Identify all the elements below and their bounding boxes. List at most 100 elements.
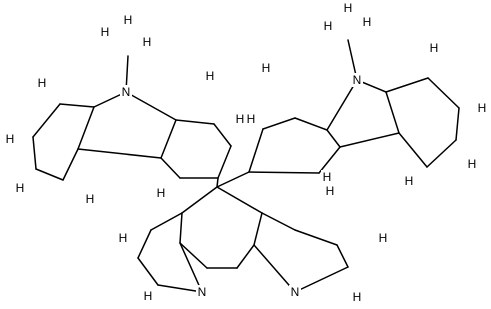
- bond-line: [62, 148, 79, 181]
- hydrogen-atom-label: H: [344, 1, 353, 15]
- bond-line: [326, 79, 358, 131]
- atom-label-background: [428, 41, 440, 55]
- atom-label-background: [377, 231, 389, 245]
- hydrogen-atom-label: H: [124, 13, 133, 27]
- bond-line: [261, 212, 296, 231]
- bond-line: [77, 148, 162, 159]
- bond-line: [181, 186, 218, 214]
- hydrogen-atom-label: H: [478, 101, 487, 115]
- hydrogen-atom-label: H: [38, 76, 47, 90]
- bond-line: [150, 212, 183, 231]
- bond-line: [179, 242, 208, 269]
- atom-label-background: [141, 35, 153, 49]
- bond-line: [175, 119, 215, 125]
- atom-label-background: [342, 1, 354, 15]
- hydrogen-atom-label: H: [468, 157, 477, 171]
- bond-line: [318, 146, 341, 174]
- hydrogen-atom-label: H: [119, 231, 128, 245]
- bond-line: [398, 132, 428, 168]
- bond-line: [216, 177, 219, 188]
- hydrogen-atom-label: H: [143, 35, 152, 49]
- atom-label-background: [322, 19, 334, 33]
- atom-label-background: [117, 231, 129, 245]
- atom-label-background: [245, 112, 257, 126]
- bond-line: [160, 157, 181, 179]
- bond-line: [455, 107, 460, 141]
- hydrogen-atom-label: H: [353, 290, 362, 304]
- bond-line: [336, 244, 349, 268]
- bond-line: [294, 229, 338, 246]
- hydrogen-atom-label: H: [379, 231, 388, 245]
- hydrogen-atom-label: H: [206, 69, 215, 83]
- bond-line: [253, 212, 263, 246]
- atom-label-background: [361, 15, 373, 29]
- hydrogen-atom-label: H: [323, 170, 332, 184]
- bond-line: [248, 171, 320, 174]
- hydrogen-atom-label: H: [324, 19, 333, 33]
- hydrogen-atom-label: H: [430, 41, 439, 55]
- bond-line: [217, 145, 232, 179]
- bond-line: [32, 103, 61, 138]
- nitrogen-atom-label: N: [291, 285, 300, 299]
- bond-line: [236, 244, 255, 269]
- bond-line: [385, 77, 429, 93]
- nitrogen-atom-label: N: [122, 85, 131, 99]
- hydrogen-atom-label: H: [363, 15, 372, 29]
- atom-label-background: [351, 73, 363, 87]
- hydrogen-atom-label: H: [405, 174, 414, 188]
- atom-label-background: [476, 101, 488, 115]
- hydrogen-atom-label: H: [86, 192, 95, 206]
- hydrogen-atom-label: H: [144, 289, 153, 303]
- bond-line: [32, 136, 37, 170]
- bond-line: [35, 168, 64, 181]
- atom-label-background: [466, 157, 478, 171]
- atom-label-background: [4, 132, 16, 146]
- hydrogen-atom-label: H: [101, 25, 110, 39]
- bond-line: [294, 266, 349, 293]
- hydrogen-atom-label: H: [6, 132, 15, 146]
- atom-label-background: [324, 184, 336, 198]
- bond-line: [59, 103, 95, 108]
- atom-label-background: [196, 285, 208, 299]
- atom-label-background: [84, 192, 96, 206]
- bond-line: [262, 117, 296, 130]
- bond-line: [179, 242, 203, 293]
- bond-line: [137, 257, 159, 286]
- atom-label-background: [289, 285, 301, 299]
- hydrogen-atom-label: H: [326, 184, 335, 198]
- bond-line: [326, 129, 341, 148]
- atom-label-background: [260, 61, 272, 75]
- atom-label-background: [403, 174, 415, 188]
- bond-line: [385, 91, 400, 134]
- atom-label-background: [204, 69, 216, 83]
- atom-label-background: [234, 112, 246, 126]
- nitrogen-atom-label: N: [198, 285, 207, 299]
- hydrogen-atom-label: H: [236, 112, 245, 126]
- bond-line: [213, 123, 232, 147]
- bond-line: [294, 117, 328, 131]
- hydrogen-atom-label: H: [16, 181, 25, 195]
- bond-lines: [32, 39, 460, 293]
- atom-label-background: [120, 85, 132, 99]
- bond-line: [216, 171, 250, 188]
- bond-line: [253, 244, 296, 293]
- atom-label-background: [142, 289, 154, 303]
- hydrogen-atom-label: H: [247, 112, 256, 126]
- bond-line: [426, 139, 457, 168]
- atom-label-background: [155, 186, 167, 200]
- bond-line: [179, 212, 183, 244]
- hydrogen-atom-label: H: [262, 61, 271, 75]
- atom-label-background: [351, 290, 363, 304]
- bond-line: [77, 106, 95, 150]
- hydrogen-atom-label: H: [157, 186, 166, 200]
- bond-line: [427, 77, 460, 109]
- atom-label-background: [321, 170, 333, 184]
- bond-line: [339, 132, 400, 148]
- nitrogen-atom-label: N: [353, 73, 362, 87]
- bond-line: [216, 186, 263, 214]
- atom-label-background: [99, 25, 111, 39]
- bond-line: [160, 119, 177, 159]
- bond-line: [125, 91, 177, 121]
